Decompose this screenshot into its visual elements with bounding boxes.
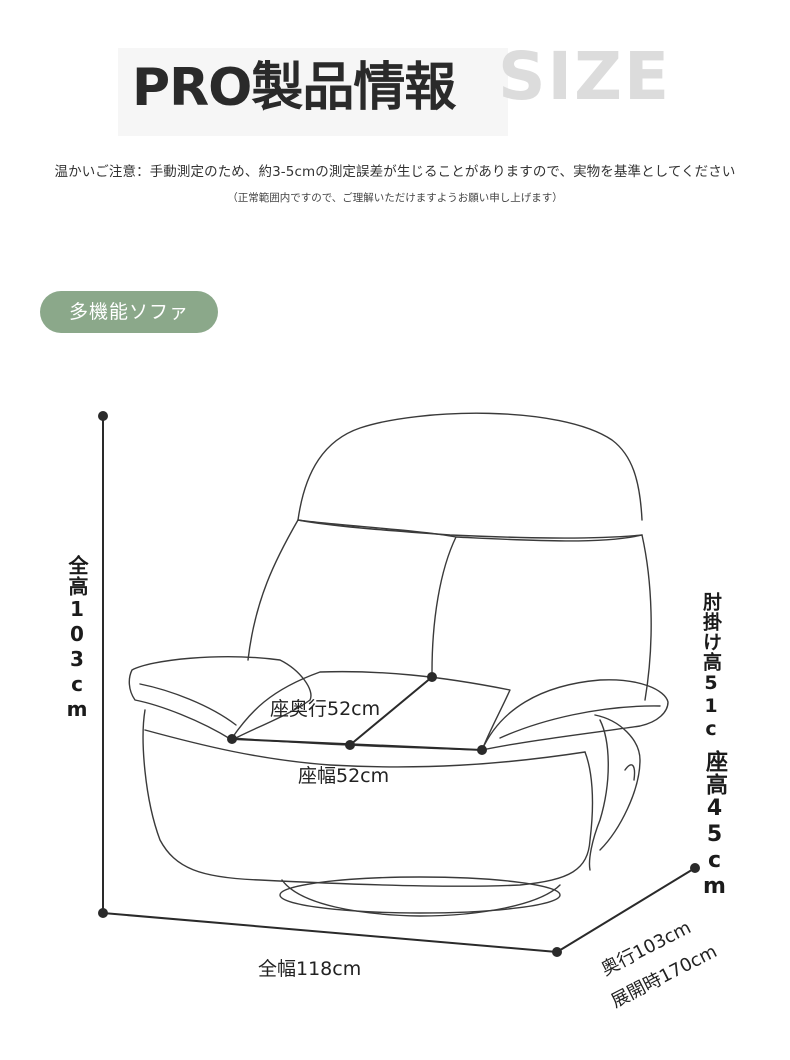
title-background	[118, 48, 508, 136]
sofa-base	[142, 709, 594, 887]
swivel-base	[279, 876, 561, 914]
full-width-label: 全幅118cm	[258, 958, 362, 980]
back-cushion-top	[297, 519, 643, 539]
page-title: PRO製品情報	[132, 58, 456, 118]
seat-depth-label: 座奥行52cm	[270, 698, 381, 720]
left-back-cushion	[247, 519, 457, 673]
size-heading: SIZE	[498, 38, 672, 115]
right-armrest	[481, 679, 669, 751]
armrest-height-label: 肘掛け高51c	[700, 592, 722, 741]
measurement-note: 温かいご注意：手動測定のため、約3-5cmの測定誤差が生じることがありますので、…	[54, 164, 736, 180]
total-height-label: 全高103cm	[65, 555, 89, 722]
right-back-cushion	[455, 534, 652, 701]
backrest-outline	[297, 412, 643, 521]
measurement-subnote: （正常範囲内ですので、ご理解いただけますようお願い申し上げます）	[227, 192, 563, 204]
seat-height-label: 座高45cm	[702, 750, 727, 900]
category-badge: 多機能ソファ	[40, 291, 218, 333]
left-armrest	[128, 656, 312, 741]
seat-width-label: 座幅52cm	[298, 765, 390, 787]
